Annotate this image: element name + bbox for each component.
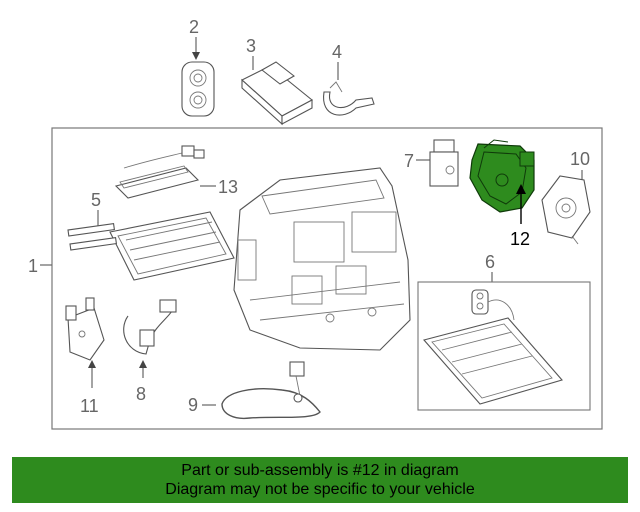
callout-6: 6 (485, 252, 495, 272)
callout-3: 3 (246, 36, 256, 56)
callout-12: 12 (510, 229, 530, 249)
evaporator-inset-box (417, 281, 591, 411)
callout-13: 13 (218, 177, 238, 197)
part-4-hose (323, 81, 375, 116)
part-2-grommet (181, 61, 215, 117)
part-3-seal (241, 61, 313, 126)
hvac-case (233, 167, 411, 351)
callout-9: 9 (188, 395, 198, 415)
callout-7: 7 (404, 151, 414, 171)
callout-8-arrow (139, 360, 147, 368)
part-10-actuator (541, 175, 591, 245)
callout-1: 1 (28, 256, 38, 276)
callout-2: 2 (189, 17, 199, 37)
part-7-expansion-valve (429, 139, 459, 187)
callout-12-arrow (516, 184, 526, 194)
callout-11-arrow (88, 360, 96, 368)
part-13-resistor (114, 145, 205, 199)
callout-10: 10 (570, 149, 590, 169)
callout-4: 4 (332, 42, 342, 62)
part-8-harness (123, 299, 177, 355)
part-12-blower-motor (469, 139, 535, 213)
callout-8: 8 (136, 384, 146, 404)
callout-5: 5 (91, 190, 101, 210)
part-5-heater-core (67, 211, 235, 281)
part-6-evaporator (423, 289, 563, 405)
banner-line-2: Diagram may not be specific to your vehi… (165, 481, 475, 498)
part-9-sensor-wire (221, 361, 321, 420)
info-banner: Part or sub-assembly is #12 in diagram D… (12, 457, 628, 503)
banner-line-1: Part or sub-assembly is #12 in diagram (181, 462, 459, 479)
callout-11: 11 (80, 396, 99, 416)
assembly-frame (51, 127, 603, 430)
part-11-sensor (65, 297, 105, 361)
callout-2-arrow (192, 52, 200, 60)
